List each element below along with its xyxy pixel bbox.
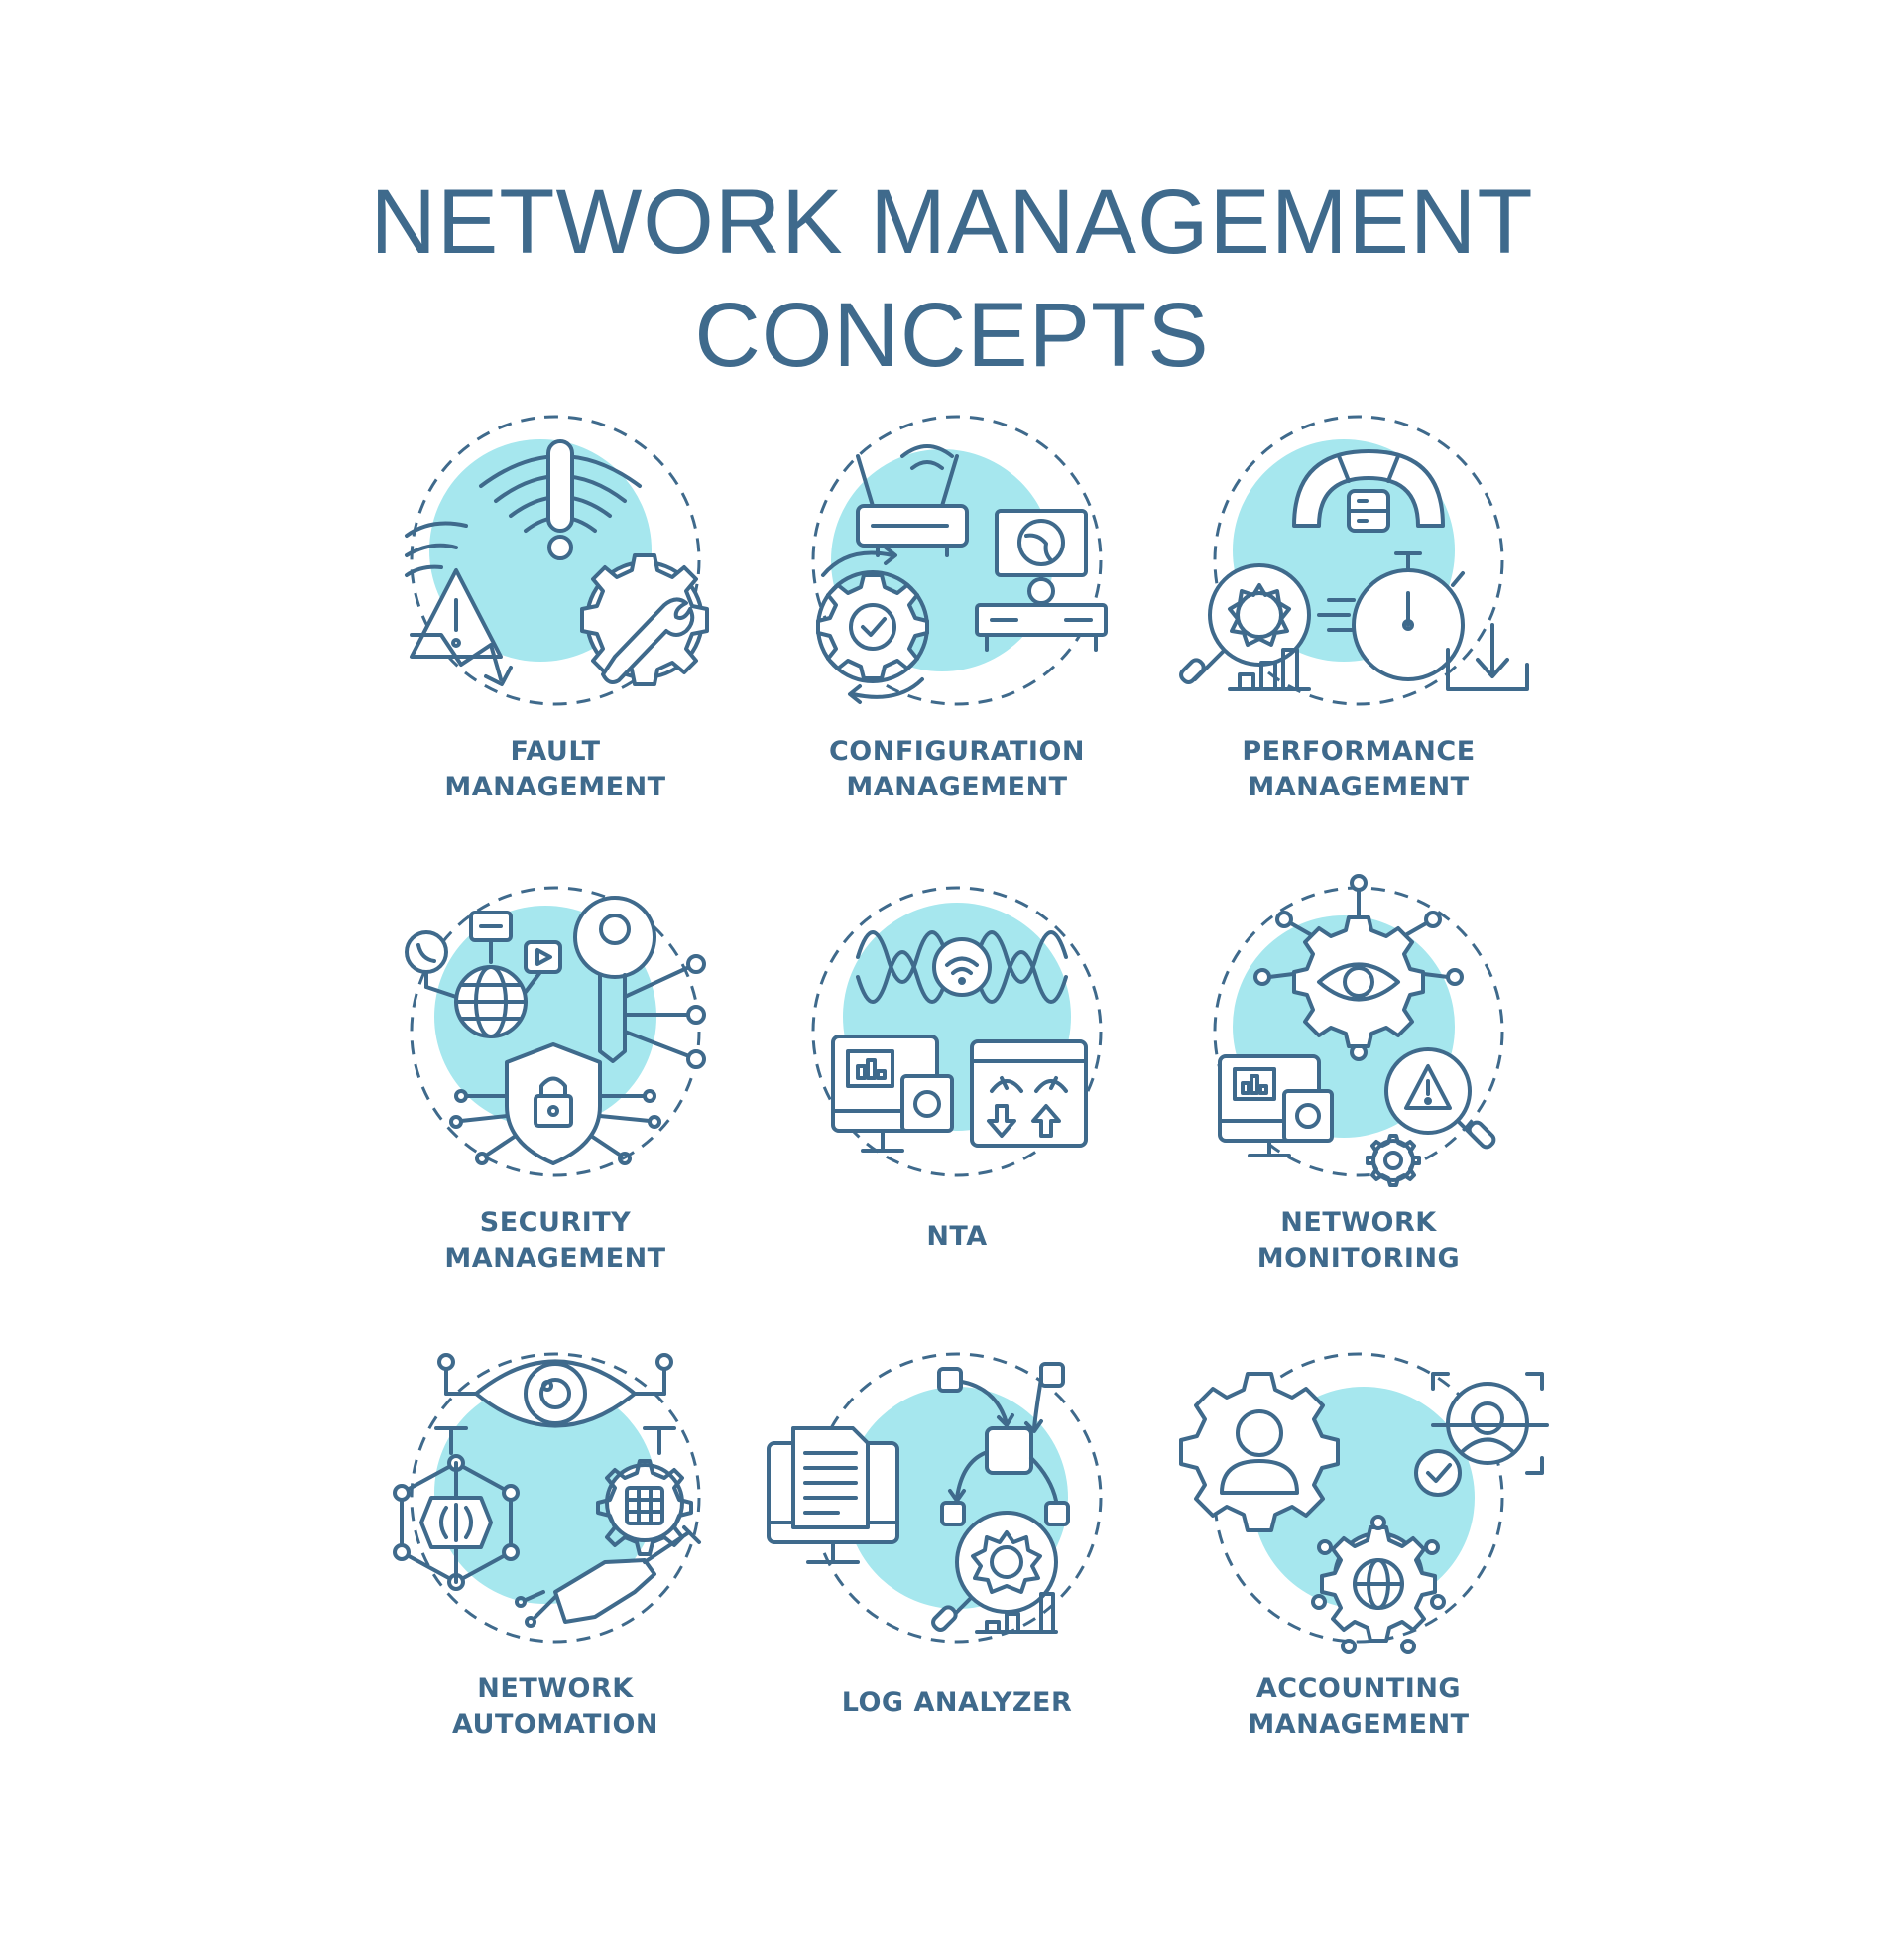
page-title-line-2: CONCEPTS [694, 285, 1210, 386]
concept-label-line-1: CONFIGURATION [828, 736, 1086, 767]
concept-log-analyzer: LOG ANALYZER [709, 1334, 1205, 1949]
concept-label-line-2: MANAGEMENT [444, 1243, 666, 1274]
concept-label-line-2: AUTOMATION [451, 1709, 659, 1740]
concept-label: NETWORK AUTOMATION [307, 1671, 803, 1743]
concept-security-management: SECURITY MANAGEMENT [307, 868, 803, 1483]
concept-label: FAULT MANAGEMENT [307, 734, 803, 805]
concept-label-line-1: LOG ANALYZER [841, 1687, 1073, 1718]
fault-management-icon [405, 415, 709, 706]
accounting-management-icon [1179, 1352, 1549, 1654]
log-analyzer-icon [767, 1352, 1103, 1644]
concept-label-line-1: NETWORK [477, 1673, 634, 1704]
concept-label-line-2: MANAGEMENT [1248, 772, 1470, 802]
concept-label-line-1: FAULT [510, 736, 601, 767]
concept-label-line-1: NTA [926, 1221, 988, 1252]
concept-accounting-management: ACCOUNTING MANAGEMENT [1111, 1334, 1606, 1949]
network-automation-icon [393, 1352, 701, 1644]
nta-icon [811, 886, 1103, 1177]
concept-performance-management: PERFORMANCE MANAGEMENT [1111, 397, 1606, 1012]
concept-label-line-1: SECURITY [479, 1207, 632, 1238]
concept-label-line-2: MANAGEMENT [846, 772, 1068, 802]
concept-label-line-1: NETWORK [1280, 1207, 1437, 1238]
performance-management-icon [1179, 415, 1529, 706]
configuration-management-icon [811, 415, 1108, 706]
concept-network-automation: NETWORK AUTOMATION [307, 1334, 803, 1949]
network-monitoring-icon [1213, 874, 1504, 1187]
concept-label-line-2: MONITORING [1256, 1243, 1461, 1274]
concept-nta: NTA [709, 868, 1205, 1483]
concept-label-line-1: ACCOUNTING [1255, 1673, 1462, 1704]
concept-label: PERFORMANCE MANAGEMENT [1111, 734, 1606, 805]
concept-fault-management: FAULT MANAGEMENT [307, 397, 803, 1012]
concept-label: NETWORK MONITORING [1111, 1205, 1606, 1277]
concept-label: SECURITY MANAGEMENT [307, 1205, 803, 1277]
concept-label-line-2: MANAGEMENT [444, 772, 666, 802]
concept-label-line-1: PERFORMANCE [1242, 736, 1476, 767]
concept-label: NTA [709, 1219, 1205, 1255]
concept-label: ACCOUNTING MANAGEMENT [1111, 1671, 1606, 1743]
concept-label-line-2: MANAGEMENT [1248, 1709, 1470, 1740]
security-management-icon [405, 886, 706, 1177]
concept-label: CONFIGURATION MANAGEMENT [709, 734, 1205, 805]
page-title-line-1: NETWORK MANAGEMENT [370, 172, 1534, 273]
concept-network-monitoring: NETWORK MONITORING [1111, 868, 1606, 1483]
concept-configuration-management: CONFIGURATION MANAGEMENT [709, 397, 1205, 1012]
concept-label: LOG ANALYZER [709, 1685, 1205, 1721]
